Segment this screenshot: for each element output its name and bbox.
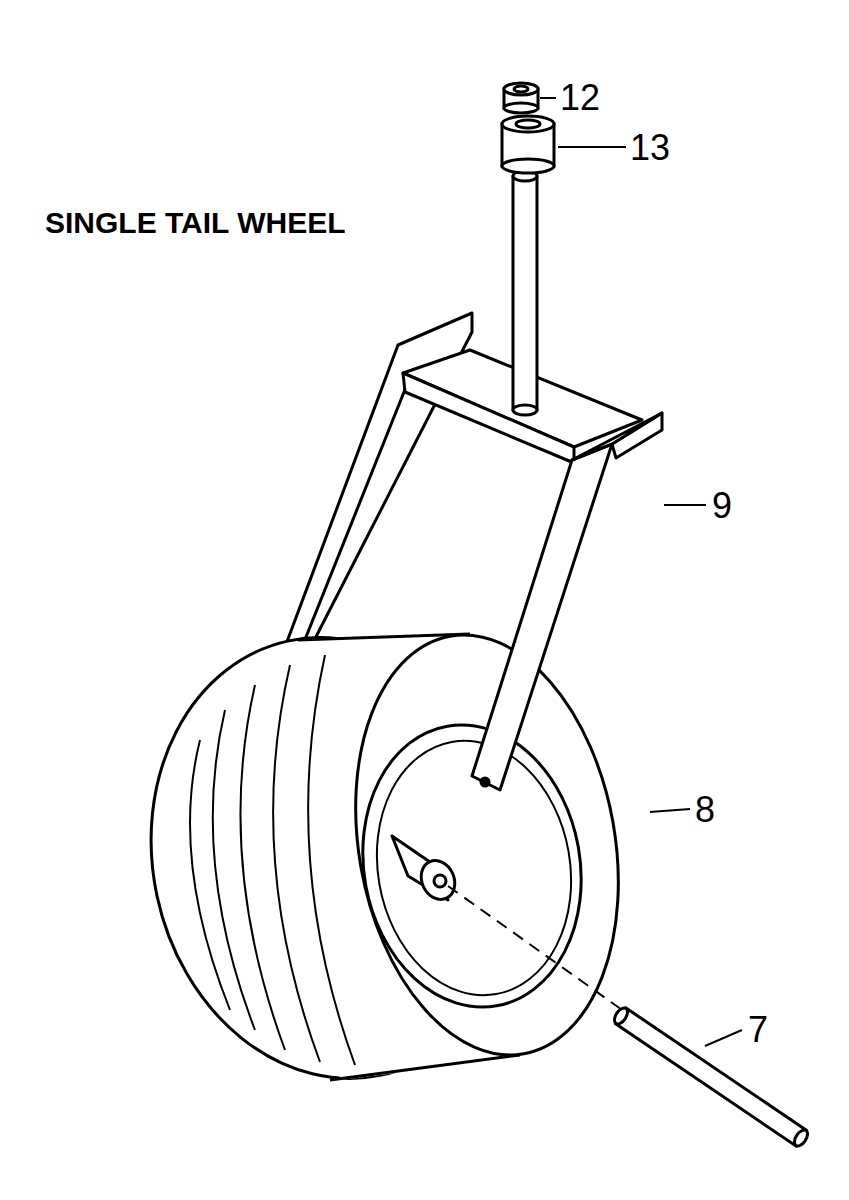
tread-groove <box>240 685 285 1050</box>
nut-top <box>504 83 538 95</box>
tire-side <box>324 614 650 1076</box>
callout-number: 8 <box>695 792 715 828</box>
spacer-bottom <box>502 159 554 173</box>
callout-number: 13 <box>630 130 670 166</box>
leader-line <box>705 1030 742 1046</box>
fork-arm <box>472 444 612 790</box>
leader-line <box>664 504 706 506</box>
hub-end <box>415 855 461 905</box>
bolt <box>513 176 537 410</box>
axis-line <box>448 886 625 1012</box>
nut-hole <box>514 86 528 92</box>
callout-number: 9 <box>712 488 732 524</box>
fork-plate-edge <box>403 373 574 463</box>
leader-line <box>558 146 626 148</box>
spacer-top <box>502 116 554 132</box>
tread-groove <box>190 740 230 1010</box>
fork-edge <box>296 372 412 662</box>
pin-end <box>792 1128 810 1149</box>
spacer-hole <box>516 120 540 128</box>
tire-edge <box>330 1055 520 1080</box>
nut-bottom <box>504 103 538 113</box>
leader-line <box>540 97 556 99</box>
title: SINGLE TAIL WHEEL <box>45 208 346 238</box>
bolt-end <box>513 405 537 415</box>
fork-arm-top <box>572 413 662 460</box>
callout-number: 12 <box>560 80 600 116</box>
pin <box>616 1008 806 1146</box>
hub-hole <box>434 875 446 887</box>
callout-number: 7 <box>748 1012 768 1048</box>
leader-line <box>650 809 690 812</box>
tread-groove <box>308 655 355 1065</box>
rim <box>341 707 603 1024</box>
tread-groove <box>213 710 255 1030</box>
pin-end <box>612 1006 630 1027</box>
fork-hole <box>481 778 489 786</box>
